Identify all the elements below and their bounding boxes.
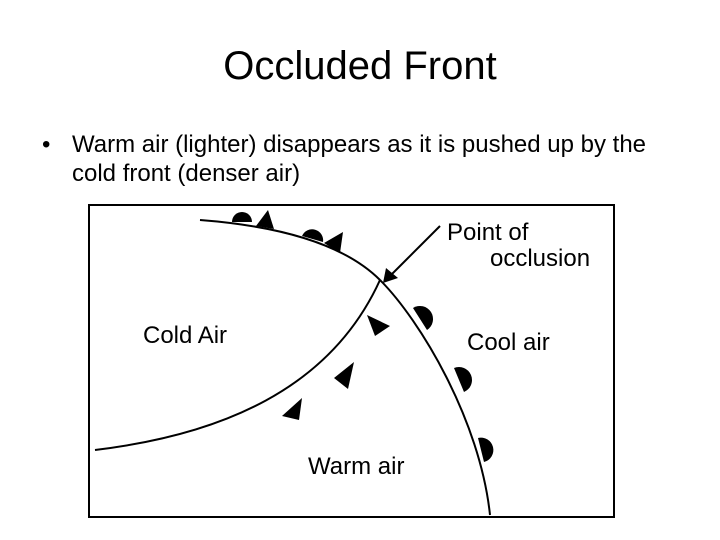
warm-semicircle-2 bbox=[454, 367, 472, 392]
cold-triangle-2 bbox=[334, 362, 354, 389]
occlusion-arrow-line bbox=[389, 226, 440, 277]
cold-triangle-3 bbox=[282, 398, 302, 420]
occluded-triangle-1 bbox=[256, 210, 274, 229]
label-cold-air: Cold Air bbox=[143, 322, 227, 349]
label-occlusion: occlusion bbox=[490, 245, 590, 272]
label-point-of: Point of bbox=[447, 219, 529, 246]
occluded-semicircle-1 bbox=[232, 212, 252, 222]
cold-triangle-1 bbox=[367, 315, 390, 336]
occluded-front-line bbox=[200, 220, 380, 280]
label-warm-air: Warm air bbox=[308, 453, 404, 480]
label-cool-air: Cool air bbox=[467, 329, 550, 356]
warm-semicircle-3 bbox=[478, 438, 493, 462]
cold-front-line bbox=[95, 280, 380, 450]
